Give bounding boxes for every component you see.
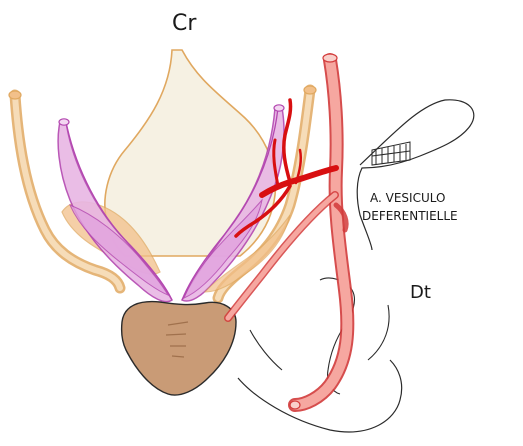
left-vas-deferens-cut-end [9,91,21,99]
artery-label-line2: DEFERENTIELLE [362,209,458,223]
artery-cut-end-bottom [290,401,300,409]
right-seminal-vesicle-tip [274,105,284,111]
side-label: Dt [410,282,431,303]
artery-cut-end-top [323,54,337,62]
orientation-label: Cr [172,11,197,36]
right-vas-deferens-cut-end [304,86,316,94]
left-seminal-vesicle-tip [59,119,69,125]
artery-label-line1: A. VESICULO [370,191,445,205]
